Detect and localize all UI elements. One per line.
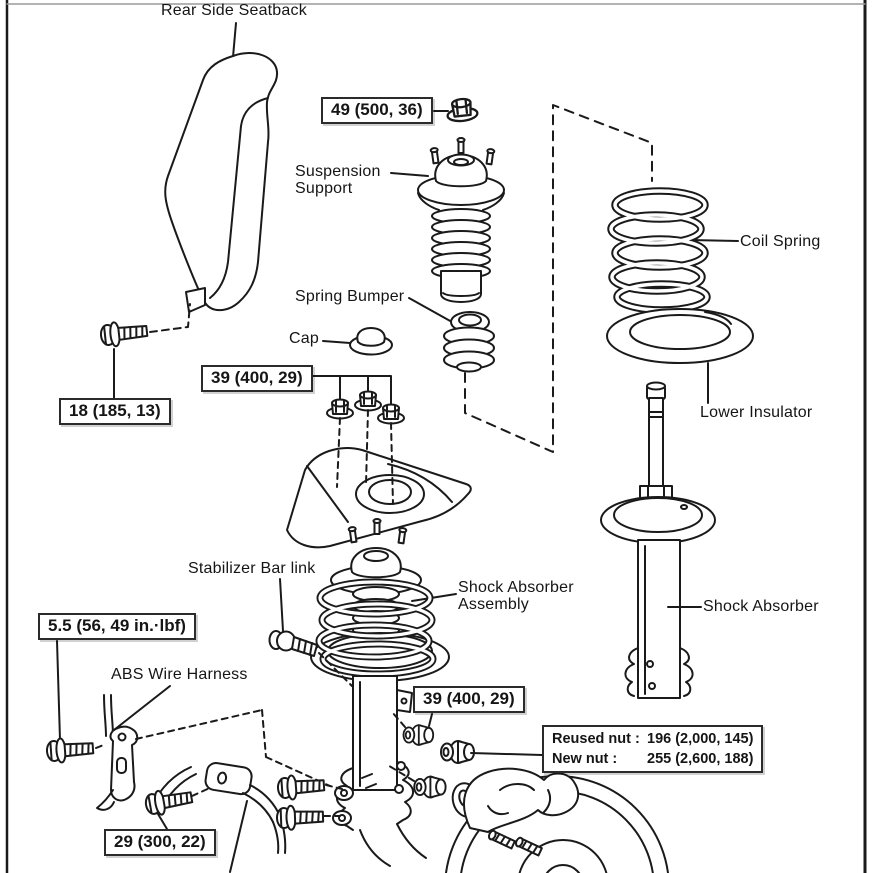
new-nut-value: 255 (2,600, 188)	[647, 751, 754, 767]
new-nut-label: New nut :	[552, 751, 618, 767]
nut-alignment-dashes	[336, 409, 394, 505]
hose-clamp-bolt-torque-box: 29 (300, 22)	[104, 829, 216, 856]
stabilizer-link-torque-box: 5.5 (56, 49 in.·lbf)	[38, 613, 196, 640]
stabilizer-bar-link-label: Stabilizer Bar link	[188, 560, 316, 577]
support-to-body-nuts-drawing	[312, 375, 405, 425]
lower-nuts-drawing	[385, 711, 543, 799]
suspension-support-label-line1: Suspension	[295, 163, 381, 180]
frame-border	[5, 0, 867, 873]
shock-absorber-assembly-label-line1: Shock Absorber	[458, 579, 574, 596]
seatback-drawing	[164, 22, 279, 313]
suspension-support-label: Suspension Support	[295, 163, 381, 197]
spring-bumper-drawing	[408, 297, 495, 373]
abs-wire-harness-label: ABS Wire Harness	[111, 666, 248, 683]
cap-drawing	[322, 327, 393, 356]
stabilizer-link-drawing	[268, 578, 353, 687]
brake-hose-drawing	[151, 762, 287, 873]
reused-nut-label: Reused nut :	[552, 731, 640, 747]
lower-insulator-drawing	[606, 308, 754, 404]
axle-hub-nut-spec-box: Reused nut : 196 (2,000, 145) New nut : …	[542, 725, 764, 773]
strut-tower-drawing	[286, 447, 472, 549]
coil-spring-label: Coil Spring	[740, 233, 821, 250]
hose-clamp-bolt-drawing	[143, 784, 213, 830]
assembly-alignment-dashes	[464, 104, 653, 453]
suspension-support-drawing	[390, 137, 505, 303]
support-nut-drawing	[433, 96, 480, 124]
coil-spring-drawing	[607, 187, 739, 314]
cap-label: Cap	[289, 330, 319, 347]
support-to-body-nuts-torque-box: 39 (400, 29)	[201, 365, 313, 392]
shock-absorber-label: Shock Absorber	[703, 598, 819, 615]
seatback-bolt-torque-box: 18 (185, 13)	[59, 398, 171, 425]
support-nut-torque-box: 49 (500, 36)	[321, 97, 433, 124]
shock-absorber-drawing	[600, 381, 716, 699]
spring-bumper-label: Spring Bumper	[295, 288, 405, 305]
rear-side-seatback-label: Rear Side Seatback	[161, 2, 307, 19]
backing-plate-drawing	[445, 767, 669, 873]
shock-absorber-assembly-drawing	[310, 518, 457, 867]
reused-nut-row: Reused nut : 196 (2,000, 145)	[552, 729, 753, 749]
new-nut-row: New nut : 255 (2,600, 188)	[552, 749, 753, 769]
shock-absorber-assembly-label: Shock Absorber Assembly	[458, 579, 574, 613]
assembly-lower-nuts-torque-box: 39 (400, 29)	[413, 686, 525, 713]
strut-mount-bolts-drawing	[275, 772, 343, 832]
suspension-support-label-line2: Support	[295, 180, 353, 197]
reused-nut-value: 196 (2,000, 145)	[647, 731, 754, 747]
shock-absorber-assembly-label-line2: Assembly	[458, 596, 529, 613]
lower-insulator-label: Lower Insulator	[700, 404, 813, 421]
seatback-bolt-drawing	[98, 303, 191, 399]
